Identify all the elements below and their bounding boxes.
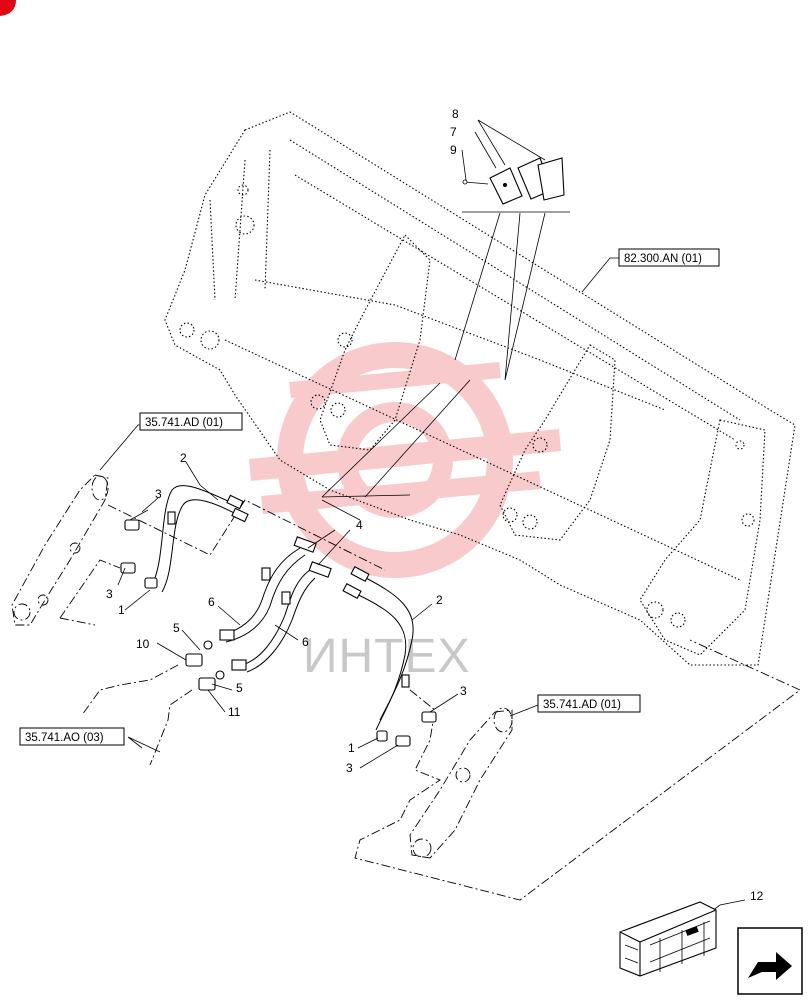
svg-text:35.741.AO (03): 35.741.AO (03) bbox=[25, 732, 104, 744]
fittings[interactable] bbox=[120, 519, 437, 747]
callout-2-right[interactable]: 2 bbox=[436, 593, 443, 607]
svg-text:82.300.AN (01): 82.300.AN (01) bbox=[624, 253, 702, 265]
left-boom-cylinder bbox=[11, 474, 109, 626]
hose-6-lower[interactable] bbox=[231, 561, 332, 673]
supply-lines bbox=[81, 664, 193, 766]
callout-8[interactable]: 8 bbox=[452, 107, 459, 121]
corner-badge-icon bbox=[0, 0, 16, 16]
hose-6-upper[interactable] bbox=[219, 536, 317, 643]
callout-6-upper[interactable]: 6 bbox=[208, 595, 215, 609]
callout-3-b[interactable]: 3 bbox=[106, 587, 113, 601]
ref-cylinder-right[interactable]: 35.741.AD (01) bbox=[537, 694, 641, 713]
bucket-teeth-group[interactable] bbox=[454, 157, 570, 381]
watermark-logo bbox=[248, 342, 562, 578]
callout-3-d[interactable]: 3 bbox=[346, 761, 353, 775]
callout-1-right[interactable]: 1 bbox=[348, 741, 355, 755]
ref-cylinder-left[interactable]: 35.741.AD (01) bbox=[139, 412, 243, 431]
callout-labels: 8 7 9 2 3 3 1 4 2 6 6 5 10 5 11 3 1 3 12 bbox=[106, 107, 764, 903]
ref-lines[interactable]: 35.741.AO (03) bbox=[19, 727, 125, 746]
ref-bucket[interactable]: 82.300.AN (01) bbox=[618, 248, 720, 267]
hose-2-left[interactable] bbox=[151, 485, 249, 593]
callout-11[interactable]: 11 bbox=[228, 705, 241, 719]
callout-2-left[interactable]: 2 bbox=[180, 451, 187, 465]
callout-5-a[interactable]: 5 bbox=[173, 621, 180, 635]
shipping-crate-icon bbox=[619, 901, 717, 977]
bucket-outline bbox=[164, 111, 796, 666]
callout-1-left[interactable]: 1 bbox=[118, 603, 125, 617]
callout-4[interactable]: 4 bbox=[356, 518, 363, 532]
leader-lines bbox=[99, 119, 746, 921]
hose-2-right[interactable] bbox=[342, 565, 414, 731]
callout-6-lower[interactable]: 6 bbox=[302, 635, 309, 649]
svg-text:35.741.AD (01): 35.741.AD (01) bbox=[543, 699, 621, 711]
watermark-text: ИНТЕХ bbox=[303, 630, 471, 683]
callout-7[interactable]: 7 bbox=[450, 125, 457, 139]
svg-text:35.741.AD (01): 35.741.AD (01) bbox=[145, 417, 223, 429]
callout-10[interactable]: 10 bbox=[136, 637, 150, 651]
callout-12[interactable]: 12 bbox=[750, 889, 764, 903]
callout-3-c[interactable]: 3 bbox=[460, 684, 467, 698]
assembly-boundary bbox=[59, 499, 801, 901]
callout-9[interactable]: 9 bbox=[450, 143, 457, 157]
right-boom-cylinder bbox=[409, 707, 513, 859]
callout-5-b[interactable]: 5 bbox=[236, 681, 243, 695]
callout-3-a[interactable]: 3 bbox=[155, 487, 162, 501]
next-page-arrow-icon[interactable] bbox=[737, 927, 803, 995]
